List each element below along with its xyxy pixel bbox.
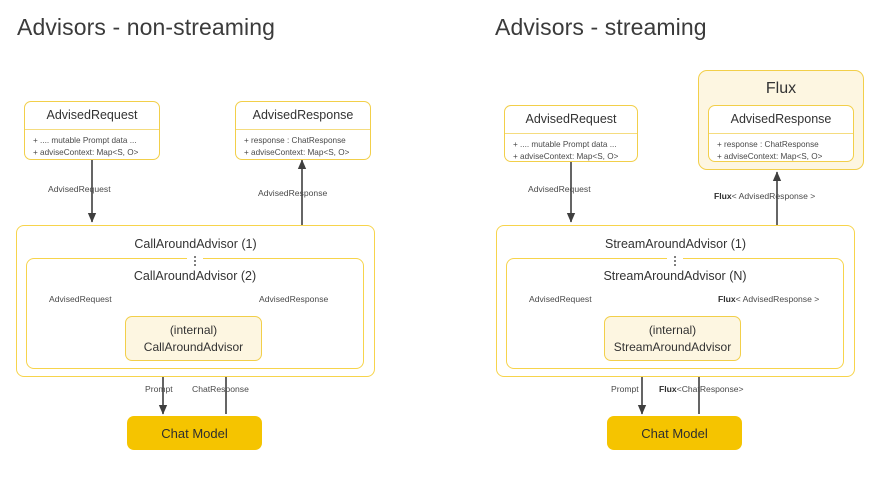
advised-request-box: AdvisedRequest + .... mutable Prompt dat… bbox=[504, 105, 638, 162]
advised-request-title: AdvisedRequest bbox=[25, 102, 159, 130]
advisor-outer-label: CallAroundAdvisor (1) bbox=[134, 237, 257, 251]
advised-request-row: + adviseContext: Map<S, O> bbox=[33, 147, 139, 157]
advised-response-title: AdvisedResponse bbox=[236, 102, 370, 130]
edge-label-chatresponse: ChatResponse bbox=[192, 384, 249, 394]
edge-label-mid-response: Flux< AdvisedResponse > bbox=[718, 295, 819, 304]
edge-label-top-response: Flux< AdvisedResponse > bbox=[714, 192, 815, 201]
edge-label-flux-chatresponse-text: <ChatResponse> bbox=[676, 384, 744, 394]
advised-response-row: + adviseContext: Map<S, O> bbox=[717, 151, 823, 161]
advised-response-body: + response : ChatResponse + adviseContex… bbox=[709, 134, 853, 161]
edge-label-top-response-bold: Flux bbox=[714, 191, 732, 201]
edge-label-top-response: AdvisedResponse bbox=[258, 188, 328, 198]
advised-response-row: + adviseContext: Map<S, O> bbox=[244, 147, 350, 157]
edge-label-mid-request: AdvisedRequest bbox=[529, 294, 592, 304]
advised-request-body: + .... mutable Prompt data ... + adviseC… bbox=[505, 134, 637, 161]
edge-label-mid-request: AdvisedRequest bbox=[49, 294, 112, 304]
internal-advisor-line1: (internal) bbox=[648, 323, 697, 338]
advised-request-row: + .... mutable Prompt data ... bbox=[513, 139, 617, 149]
advisor-inner-label: CallAroundAdvisor (2) bbox=[133, 269, 257, 283]
advised-response-row: + response : ChatResponse bbox=[244, 135, 346, 145]
internal-advisor-line2: StreamAroundAdvisor bbox=[613, 339, 732, 354]
advised-response-box: AdvisedResponse + response : ChatRespons… bbox=[235, 101, 371, 160]
flux-label: Flux bbox=[765, 80, 797, 97]
advised-request-row: + adviseContext: Map<S, O> bbox=[513, 151, 619, 161]
advisor-inner-label: StreamAroundAdvisor (N) bbox=[603, 269, 747, 283]
internal-advisor-line2: CallAroundAdvisor bbox=[143, 339, 244, 354]
advised-request-title: AdvisedRequest bbox=[505, 106, 637, 134]
advisor-outer-label: StreamAroundAdvisor (1) bbox=[604, 237, 747, 251]
advised-request-row: + .... mutable Prompt data ... bbox=[33, 135, 137, 145]
advised-response-title: AdvisedResponse bbox=[709, 106, 853, 134]
edge-label-prompt: Prompt bbox=[611, 384, 639, 394]
ellipsis-icon bbox=[667, 251, 683, 271]
internal-advisor-box: (internal) CallAroundAdvisor bbox=[125, 316, 262, 361]
advised-response-box: AdvisedResponse + response : ChatRespons… bbox=[708, 105, 854, 162]
advised-request-box: AdvisedRequest + .... mutable Prompt dat… bbox=[24, 101, 160, 160]
edge-label-top-response-text: < AdvisedResponse > bbox=[731, 191, 816, 201]
edge-label-mid-response-text: < AdvisedResponse > bbox=[735, 294, 820, 304]
panel-non-streaming: Advisors - non-streaming AdvisedRequest … bbox=[16, 14, 375, 450]
edge-label-prompt: Prompt bbox=[145, 384, 173, 394]
advised-request-body: + .... mutable Prompt data ... + adviseC… bbox=[25, 130, 159, 159]
edge-label-flux-chatresponse-bold: Flux bbox=[659, 384, 677, 394]
internal-advisor-box: (internal) StreamAroundAdvisor bbox=[604, 316, 741, 361]
chat-model-box: Chat Model bbox=[607, 416, 742, 450]
edge-label-mid-response-bold: Flux bbox=[718, 294, 736, 304]
chat-model-box: Chat Model bbox=[127, 416, 262, 450]
advised-response-row: + response : ChatResponse bbox=[717, 139, 819, 149]
edge-label-top-request: AdvisedRequest bbox=[528, 184, 591, 194]
chat-model-label: Chat Model bbox=[161, 425, 228, 441]
edge-label-mid-response: AdvisedResponse bbox=[259, 294, 329, 304]
panel-streaming: Advisors - streaming Flux AdvisedRespons… bbox=[445, 0, 890, 479]
chat-model-label: Chat Model bbox=[641, 425, 708, 441]
advised-response-body: + response : ChatResponse + adviseContex… bbox=[236, 130, 370, 159]
edge-label-flux-chatresponse: Flux<ChatResponse> bbox=[659, 385, 744, 394]
page-title-non-streaming: Advisors - non-streaming bbox=[17, 14, 276, 40]
page-title-streaming: Advisors - streaming bbox=[495, 14, 707, 40]
edge-label-top-request: AdvisedRequest bbox=[48, 184, 111, 194]
internal-advisor-line1: (internal) bbox=[169, 323, 218, 338]
ellipsis-icon bbox=[187, 251, 203, 271]
